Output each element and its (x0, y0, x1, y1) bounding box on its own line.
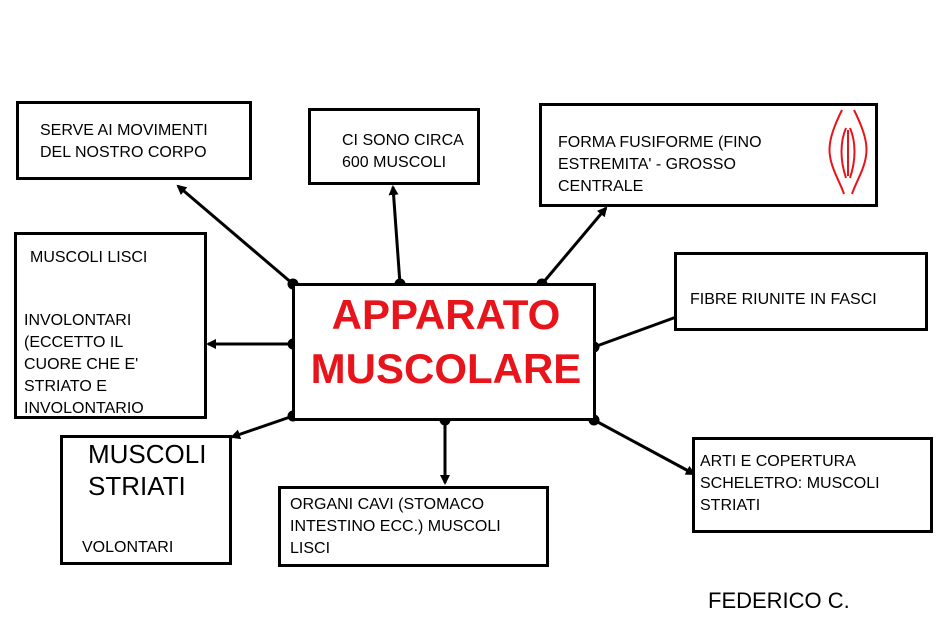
node-striati (60, 435, 232, 565)
node-numero (308, 108, 480, 185)
node-arti-text: ARTI E COPERTURA SCHELETRO: MUSCOLI STRI… (700, 453, 880, 514)
central-node (292, 283, 596, 421)
node-forma (539, 103, 878, 207)
node-lisci-desc: INVOLONTARI (ECCETTO IL CUORE CHE E' STR… (24, 312, 144, 417)
node-forma-text: FORMA FUSIFORME (FINO ESTREMITA' - GROSS… (558, 134, 762, 195)
central-title: APPARATO MUSCOLARE (310, 291, 582, 392)
author-signature: FEDERICO C. (708, 588, 850, 613)
arrow-to-forma (540, 206, 608, 285)
arrow-to-striati (230, 414, 294, 440)
node-numero-text: CI SONO CIRCA 600 MUSCOLI (342, 132, 464, 171)
node-fibre (674, 252, 928, 331)
node-movimenti (16, 101, 252, 180)
node-lisci-title: MUSCOLI LISCI (30, 249, 148, 266)
arrow-to-movimenti (176, 184, 294, 286)
node-organi-text: ORGANI CAVI (STOMACO INTESTINO ECC.) MUS… (290, 496, 501, 557)
node-fibre-text: FIBRE RIUNITE IN FASCI (690, 291, 877, 308)
node-striati-title: MUSCOLI STRIATI (88, 439, 207, 501)
arrow-to-numero (388, 185, 402, 285)
fusiform-muscle-icon (828, 109, 868, 195)
node-organi (278, 486, 549, 567)
node-movimenti-text: SERVE AI MOVIMENTI DEL NOSTRO CORPO (40, 122, 208, 161)
arrow-to-arti (593, 418, 696, 476)
node-striati-desc: VOLONTARI (82, 539, 174, 556)
node-arti (692, 437, 933, 533)
node-lisci (14, 232, 207, 419)
